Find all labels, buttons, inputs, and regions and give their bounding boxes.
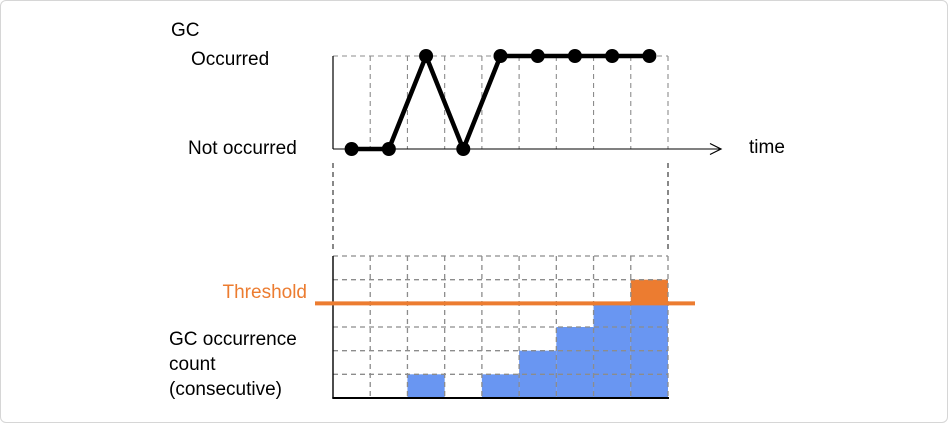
data-point	[419, 49, 434, 63]
chart-connector-lines	[332, 163, 669, 251]
gc-count-bars	[407, 279, 668, 398]
time-axis-arrowhead	[709, 142, 723, 156]
x-axis-label-time: time	[749, 137, 785, 158]
count-bar	[556, 327, 594, 398]
data-point	[642, 49, 657, 63]
bottom-chart-title: GC occurrence count (consecutive)	[169, 329, 297, 400]
count-bar	[407, 374, 445, 398]
count-bar-above-threshold	[630, 279, 668, 304]
line-chart-grid	[333, 55, 669, 149]
gc-occurrence-line	[351, 53, 650, 152]
y-axis-label-not-occurred: Not occurred	[188, 138, 297, 159]
gc-occurrence-points	[344, 49, 657, 156]
data-point	[567, 49, 582, 63]
line-chart-axes	[332, 56, 723, 156]
data-point	[381, 142, 396, 156]
data-point	[344, 142, 359, 156]
top-chart-title: GC	[171, 20, 200, 41]
data-point	[530, 49, 545, 63]
threshold-label: Threshold	[222, 282, 308, 303]
data-point	[605, 49, 620, 63]
data-point	[456, 142, 471, 156]
data-point	[493, 49, 508, 63]
y-axis-label-occurred: Occurred	[191, 49, 270, 70]
count-bar	[481, 374, 520, 398]
bar-chart-axes	[332, 256, 669, 399]
